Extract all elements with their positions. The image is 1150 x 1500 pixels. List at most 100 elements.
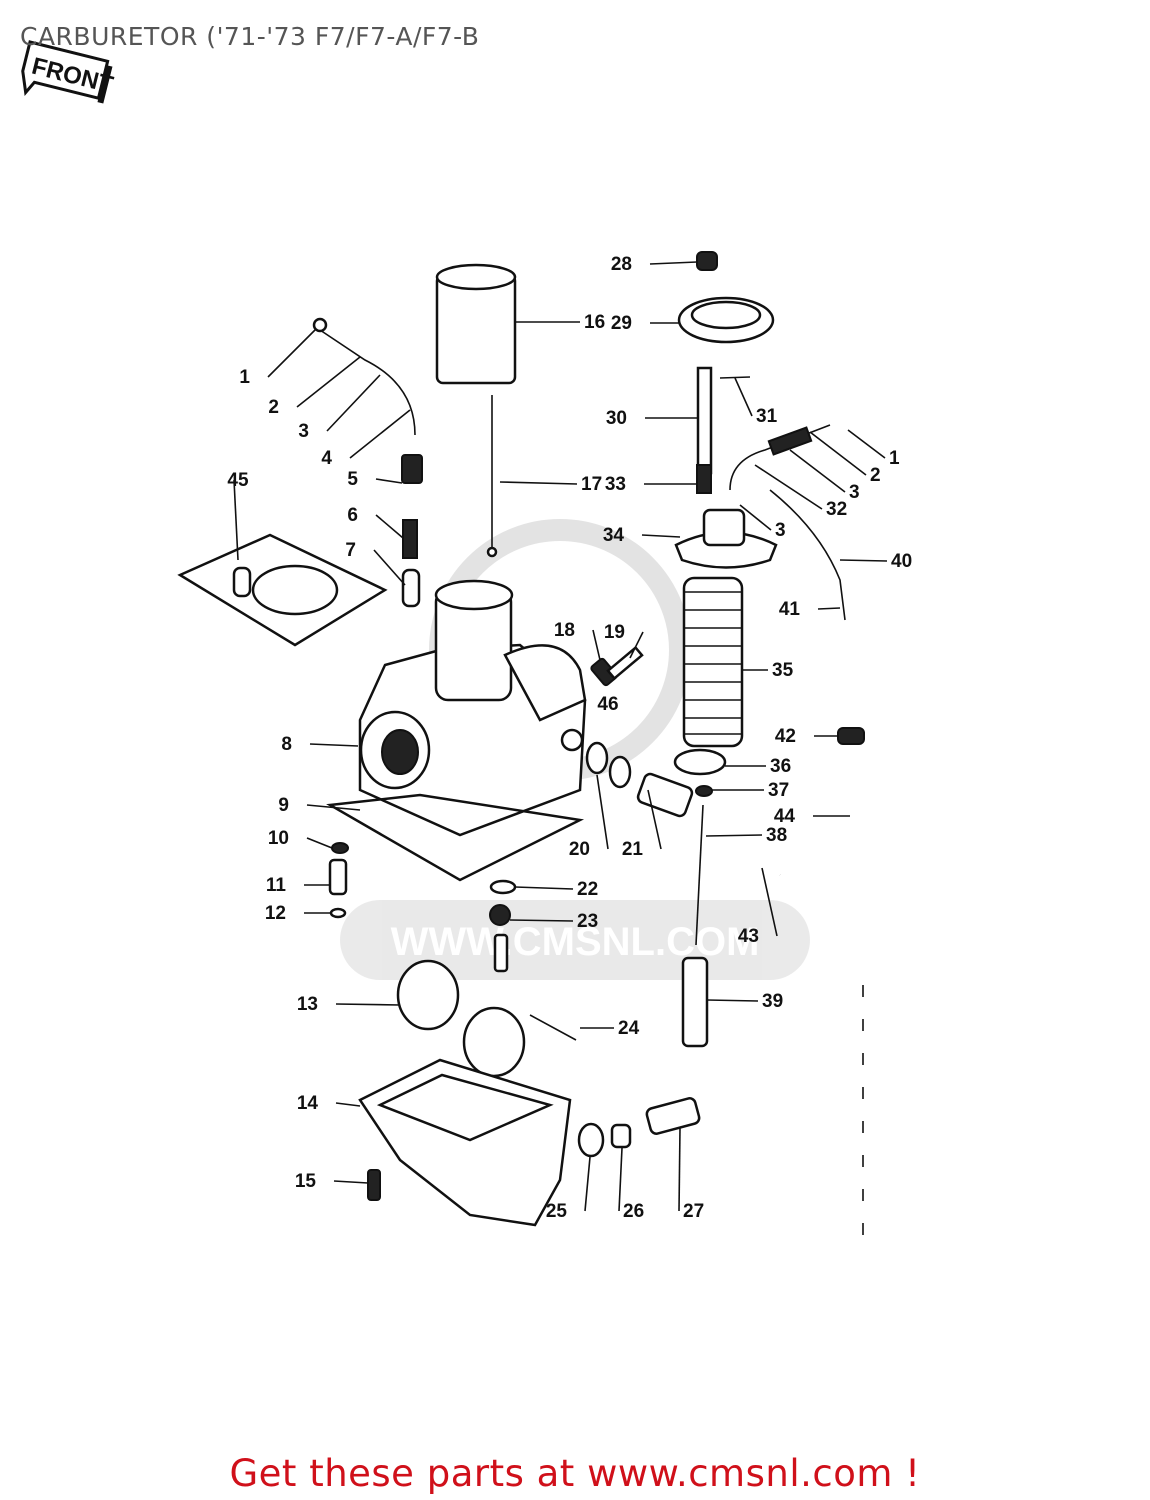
callout-20: 20	[569, 774, 609, 860]
callout-number: 1	[239, 367, 250, 388]
callout-number: 10	[268, 828, 289, 849]
callout-23: 23	[509, 911, 598, 932]
callout-38: 38	[705, 825, 787, 846]
callout-number: 29	[611, 313, 632, 334]
leader-line	[349, 409, 411, 459]
callout-5: 5	[347, 469, 403, 490]
callout-26: 26	[618, 1147, 644, 1222]
leader-line	[739, 504, 772, 531]
leader-line	[754, 464, 823, 510]
leader-line	[618, 1147, 623, 1212]
leader-line	[335, 1102, 361, 1107]
leader-line	[839, 559, 888, 562]
callout-number: 44	[774, 806, 796, 827]
callout-44: 44	[774, 806, 850, 827]
leader-line	[817, 607, 841, 610]
callout-18: 18	[554, 620, 601, 661]
callout-12: 12	[265, 903, 331, 924]
callout-number: 25	[546, 1201, 568, 1222]
callout-number: 34	[603, 525, 625, 546]
callout-number: 11	[266, 875, 287, 896]
callout-8: 8	[281, 734, 359, 755]
callout-42: 42	[775, 726, 838, 747]
callout-number: 15	[295, 1171, 317, 1192]
callout-number: 20	[569, 839, 590, 860]
callout-9: 9	[278, 795, 361, 816]
jet-needle	[486, 546, 498, 558]
callout-number: 21	[622, 839, 644, 860]
callout-number: 19	[604, 622, 625, 643]
callout-11: 11	[266, 875, 330, 896]
callout-number: 12	[265, 903, 286, 924]
callout-number: 37	[768, 780, 789, 801]
callout-3: 3	[789, 449, 860, 503]
leader-line	[309, 743, 359, 747]
callout-number: 3	[849, 482, 860, 503]
callout-number: 31	[756, 406, 778, 427]
callout-2: 2	[268, 356, 361, 418]
callout-17: 17	[499, 474, 602, 495]
leader-line	[678, 1127, 681, 1212]
page-title: CARBURETOR ('71-'73 F7/F7-A/F7-B	[20, 22, 480, 51]
return-spring	[682, 576, 744, 748]
leader-line	[296, 356, 361, 408]
leader-line	[306, 837, 333, 849]
callout-21: 21	[622, 789, 662, 860]
callout-14: 14	[297, 1093, 361, 1114]
callout-7: 7	[345, 540, 406, 586]
callout-number: 45	[227, 470, 249, 491]
leader-line	[809, 431, 867, 476]
get-parts-link[interactable]: Get these parts at www.cmsnl.com !	[229, 1452, 921, 1495]
callout-number: 35	[772, 660, 794, 681]
callout-45: 45	[227, 470, 249, 561]
callout-13: 13	[297, 994, 401, 1015]
leader-line	[333, 1180, 369, 1184]
callout-number: 18	[554, 620, 575, 641]
leader-line	[706, 999, 759, 1002]
callout-number: 33	[605, 474, 626, 495]
callout-41: 41	[779, 599, 841, 620]
leader-line	[649, 261, 698, 265]
callout-2: 2	[809, 431, 881, 486]
leader-line	[373, 549, 406, 586]
leader-line	[584, 1156, 591, 1212]
callout-29: 29	[611, 313, 680, 334]
callout-1: 1	[847, 429, 900, 469]
callout-number: 16	[584, 312, 605, 333]
callout-27: 27	[678, 1127, 704, 1222]
callout-number: 4	[321, 448, 332, 469]
starter-plunger	[696, 366, 713, 475]
callout-number: 39	[762, 991, 783, 1012]
callout-number: 7	[345, 540, 356, 561]
callout-number: 28	[611, 254, 632, 275]
leader-line	[233, 479, 239, 561]
watermark-text: WWW.CMSNL.COM	[391, 920, 760, 964]
leader-line	[647, 789, 662, 850]
callout-number: 8	[281, 734, 292, 755]
callout-39: 39	[706, 991, 783, 1012]
callout-25: 25	[546, 1156, 591, 1222]
front-arrow-icon: FRONT	[21, 40, 116, 104]
callout-number: 38	[766, 825, 787, 846]
cap	[696, 251, 718, 271]
callout-number: 40	[891, 551, 912, 572]
leader-line	[734, 377, 753, 417]
callout-6: 6	[347, 505, 404, 539]
parts-drawing	[177, 251, 865, 1235]
callout-number: 1	[889, 448, 900, 469]
callout-1: 1	[239, 329, 316, 388]
callout-43: 43	[738, 867, 778, 947]
callout-28: 28	[611, 254, 698, 275]
callout-32: 32	[754, 464, 847, 520]
callout-number: 3	[775, 520, 786, 541]
callout-number: 13	[297, 994, 318, 1015]
callout-number: 26	[623, 1201, 644, 1222]
leader-line	[641, 534, 681, 538]
callout-number: 22	[577, 879, 598, 900]
leader-line	[375, 478, 403, 484]
callout-15: 15	[295, 1171, 369, 1192]
callout-number: 6	[347, 505, 358, 526]
leader-line	[629, 631, 644, 659]
